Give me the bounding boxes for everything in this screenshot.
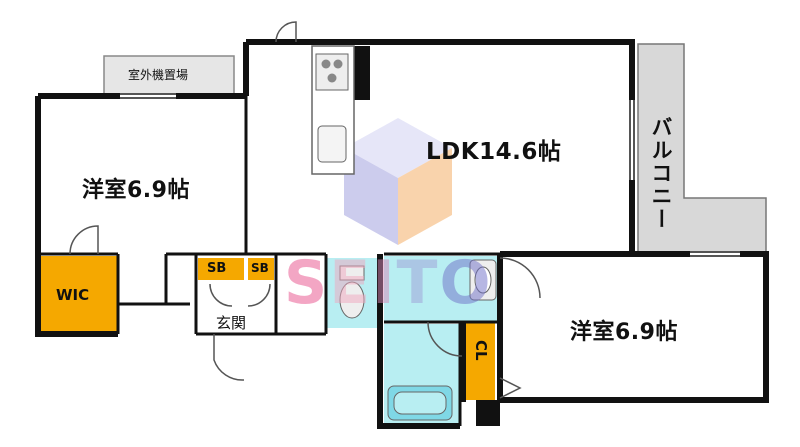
closet-label: CL: [472, 340, 490, 361]
shoe-box-1-area: [198, 258, 244, 280]
watermark-letter-i: I: [372, 248, 397, 318]
watermark-logo: [344, 118, 452, 245]
watermark-text: SEITO: [284, 248, 493, 318]
watermark-letter-o: O: [439, 248, 493, 318]
watermark-letter-t: T: [396, 248, 440, 318]
toilet: [339, 281, 365, 319]
western-room-right-label: 洋室6.9帖: [570, 320, 678, 345]
shoe-box-2-label: SB: [251, 261, 269, 275]
shoe-box-2-area: [248, 258, 274, 280]
ldk-label: LDK14.6帖: [426, 139, 562, 165]
western-room-left-label: 洋室6.9帖: [82, 178, 190, 203]
watermark-letter-s: S: [284, 248, 330, 318]
wic-label: WIC: [56, 286, 90, 304]
walls: [35, 39, 769, 429]
shoe-box-1-label: SB: [207, 261, 227, 276]
entrance-label: 玄関: [216, 314, 247, 332]
closet-area: [463, 322, 495, 400]
balcony-label: バルコニー: [649, 116, 673, 231]
outdoor-unit-label: 室外機置場: [128, 68, 189, 82]
wic-area: [38, 256, 118, 334]
watermark-letter-e: E: [329, 248, 373, 318]
